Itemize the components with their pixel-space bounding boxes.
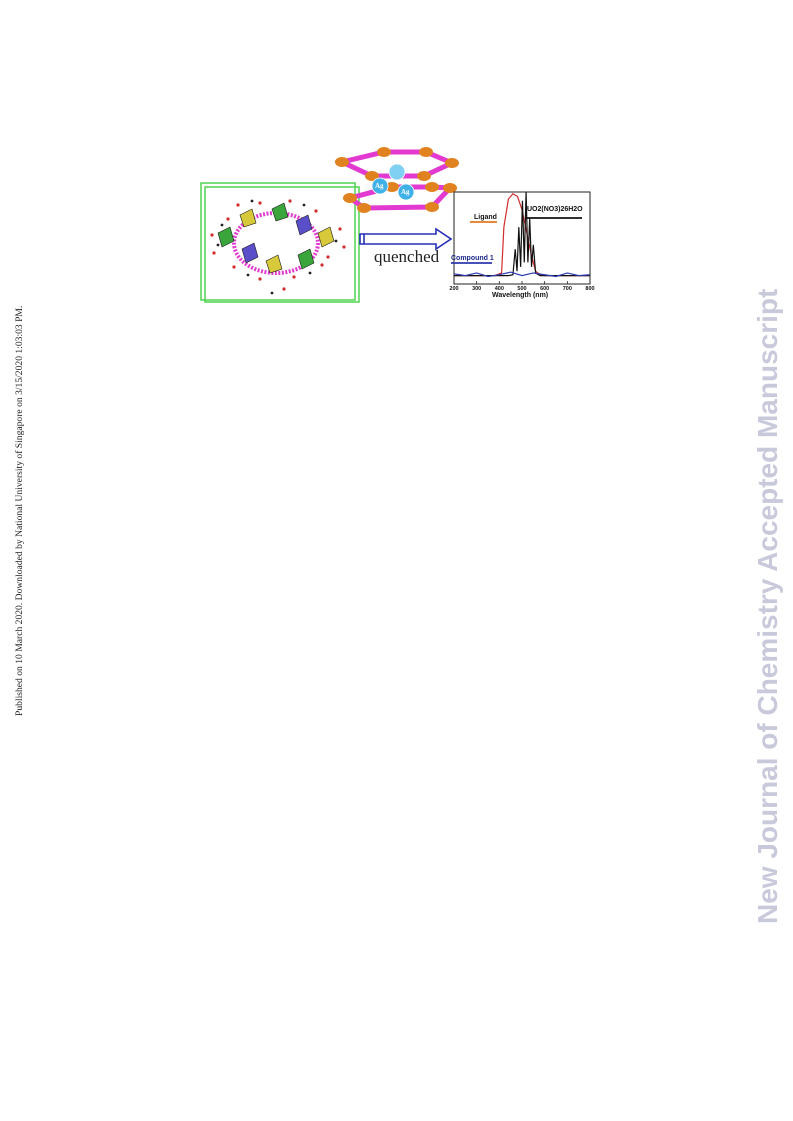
legend-label-uo2: UO2(NO3)26H2O	[527, 206, 583, 213]
x-tick-label-6: 800	[585, 286, 595, 292]
ag-label-1: Ag	[375, 182, 384, 190]
x-tick-label-4: 600	[540, 286, 550, 292]
series-line-2	[453, 271, 591, 278]
accepted-manuscript-watermark: New Journal of Chemistry Accepted Manusc…	[752, 196, 783, 924]
crystal-structure-panel	[200, 182, 360, 303]
legend-label-ligand: Ligand	[474, 214, 497, 221]
x-tick-label-1: 300	[472, 286, 482, 292]
legend-label-compound: Compound 1	[451, 255, 494, 262]
x-tick-label-3: 500	[517, 286, 527, 292]
spectrum-chart	[451, 191, 591, 285]
series-line-1	[454, 191, 590, 277]
quenched-label: quenched	[374, 247, 440, 266]
x-tick-label-5: 700	[562, 286, 572, 292]
x-tick-label-0: 200	[449, 286, 459, 292]
download-note-text: Published on 10 March 2020. Downloaded b…	[14, 305, 25, 716]
ag-ion-icon	[371, 163, 415, 201]
hexagon-ring-illustration	[334, 147, 459, 213]
ag-label-2: Ag	[401, 188, 410, 196]
download-note: Published on 10 March 2020. Downloaded b…	[14, 266, 25, 716]
watermark-text: New Journal of Chemistry Accepted Manusc…	[752, 288, 783, 924]
x-axis-label: Wavelength (nm)	[492, 292, 549, 299]
x-tick-label-2: 400	[494, 286, 504, 292]
toc-illustration	[200, 147, 591, 303]
quench-arrow-icon	[359, 227, 453, 251]
toc-graphic: quenched Ag Ag Ligand UO2(NO3)26H2O Comp…	[198, 145, 595, 307]
